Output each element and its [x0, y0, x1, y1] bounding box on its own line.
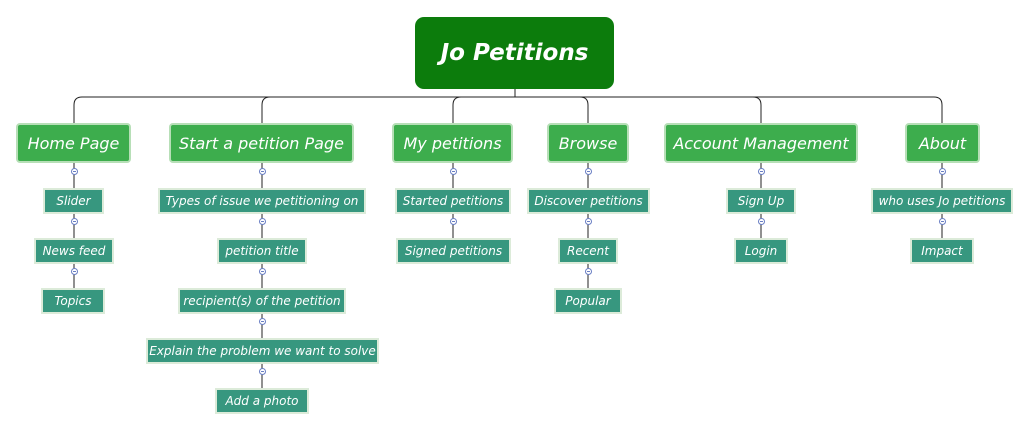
branch-about [515, 96, 943, 123]
subtopic-news-feed[interactable]: News feed [34, 238, 114, 264]
collapse-toggle-icon[interactable] [71, 168, 78, 175]
collapse-toggle-icon[interactable] [259, 218, 266, 225]
collapse-toggle-icon[interactable] [71, 268, 78, 275]
subtopic-popular[interactable]: Popular [554, 288, 622, 314]
subtopic-petition-title[interactable]: petition title [217, 238, 307, 264]
collapse-toggle-icon[interactable] [259, 268, 266, 275]
subtopic-recipients[interactable]: recipient(s) of the petition [178, 288, 346, 314]
collapse-toggle-icon[interactable] [585, 218, 592, 225]
collapse-toggle-icon[interactable] [939, 218, 946, 225]
subtopic-types-of-issue[interactable]: Types of issue we petitioning on [158, 188, 366, 214]
branch-browse [515, 96, 589, 123]
topic-my-petitions[interactable]: My petitions [392, 123, 513, 163]
subtopic-explain-problem[interactable]: Explain the problem we want to solve [146, 338, 379, 364]
branch-start [261, 96, 515, 123]
collapse-toggle-icon[interactable] [259, 168, 266, 175]
subtopic-discover-petitions[interactable]: Discover petitions [527, 188, 650, 214]
branch-account [515, 96, 762, 123]
topic-browse[interactable]: Browse [547, 123, 629, 163]
branch-home [73, 96, 515, 123]
subtopic-add-photo[interactable]: Add a photo [215, 388, 309, 414]
subtopic-who-uses[interactable]: who uses Jo petitions [871, 188, 1013, 214]
subtopic-sign-up[interactable]: Sign Up [726, 188, 796, 214]
topic-home-page[interactable]: Home Page [16, 123, 131, 163]
subtopic-started-petitions[interactable]: Started petitions [395, 188, 511, 214]
topic-about[interactable]: About [905, 123, 980, 163]
subtopic-impact[interactable]: Impact [910, 238, 974, 264]
collapse-toggle-icon[interactable] [259, 368, 266, 375]
topic-account-management[interactable]: Account Management [664, 123, 858, 163]
subtopic-login[interactable]: Login [734, 238, 788, 264]
collapse-toggle-icon[interactable] [758, 168, 765, 175]
subtopic-recent[interactable]: Recent [558, 238, 618, 264]
collapse-toggle-icon[interactable] [758, 218, 765, 225]
collapse-toggle-icon[interactable] [259, 318, 266, 325]
collapse-toggle-icon[interactable] [450, 168, 457, 175]
topic-start-petition-page[interactable]: Start a petition Page [169, 123, 354, 163]
collapse-toggle-icon[interactable] [585, 268, 592, 275]
root-node-title[interactable]: Jo Petitions [415, 17, 614, 89]
subtopic-topics[interactable]: Topics [41, 288, 105, 314]
collapse-toggle-icon[interactable] [939, 168, 946, 175]
collapse-toggle-icon[interactable] [450, 218, 457, 225]
subtopic-slider[interactable]: Slider [43, 188, 104, 214]
subtopic-signed-petitions[interactable]: Signed petitions [396, 238, 511, 264]
collapse-toggle-icon[interactable] [585, 168, 592, 175]
branch-my-petitions [452, 96, 515, 123]
collapse-toggle-icon[interactable] [71, 218, 78, 225]
